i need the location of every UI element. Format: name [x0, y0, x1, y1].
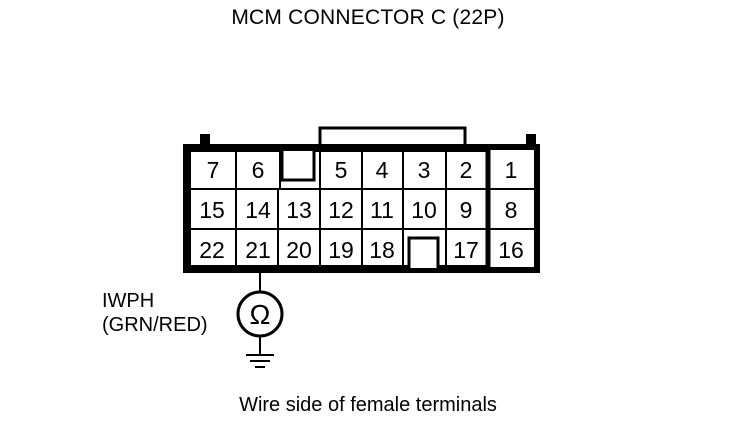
wire-label: IWPH (GRN/RED)	[102, 289, 208, 337]
pin-label: 4	[376, 157, 389, 183]
connector-key-notch-bottom	[407, 236, 440, 268]
pin-label: 19	[328, 237, 354, 263]
pin-label: 12	[328, 197, 354, 223]
pin-label: 16	[498, 237, 524, 263]
pin-label: 2	[460, 157, 473, 183]
pin-label: 21	[245, 237, 271, 263]
pin-label: 1	[505, 157, 518, 183]
pin-label: 7	[207, 157, 220, 183]
connector-lock-tab	[318, 126, 467, 148]
pin-label: 10	[411, 197, 437, 223]
wire-signal-name: IWPH	[102, 290, 155, 312]
connector-housing	[183, 144, 540, 273]
pin-label: 22	[199, 237, 225, 263]
connector-corner-post-left	[200, 134, 210, 147]
pin-label: 13	[286, 197, 312, 223]
pin-label: 15	[199, 197, 225, 223]
connector-grid	[190, 151, 537, 266]
wire-color: (GRN/RED)	[102, 314, 208, 336]
pin-label: 9	[460, 197, 473, 223]
ground-icon	[246, 354, 274, 368]
connector-corner-post-right	[526, 134, 536, 147]
pin-label: 20	[286, 237, 312, 263]
pin-label: 17	[453, 237, 479, 263]
pin-label: 3	[418, 157, 431, 183]
pin-label: 18	[369, 237, 395, 263]
pin-label: 5	[335, 157, 348, 183]
connector-key-notch-top	[280, 151, 316, 182]
diagram-title: MCM CONNECTOR C (22P)	[231, 6, 505, 29]
pin-label: 8	[505, 197, 518, 223]
diagram-caption: Wire side of female terminals	[239, 394, 497, 416]
pin-label: 11	[370, 197, 394, 223]
pin-label: 6	[252, 157, 265, 183]
ohm-symbol: Ω	[250, 299, 271, 330]
pin-label: 14	[245, 197, 271, 223]
